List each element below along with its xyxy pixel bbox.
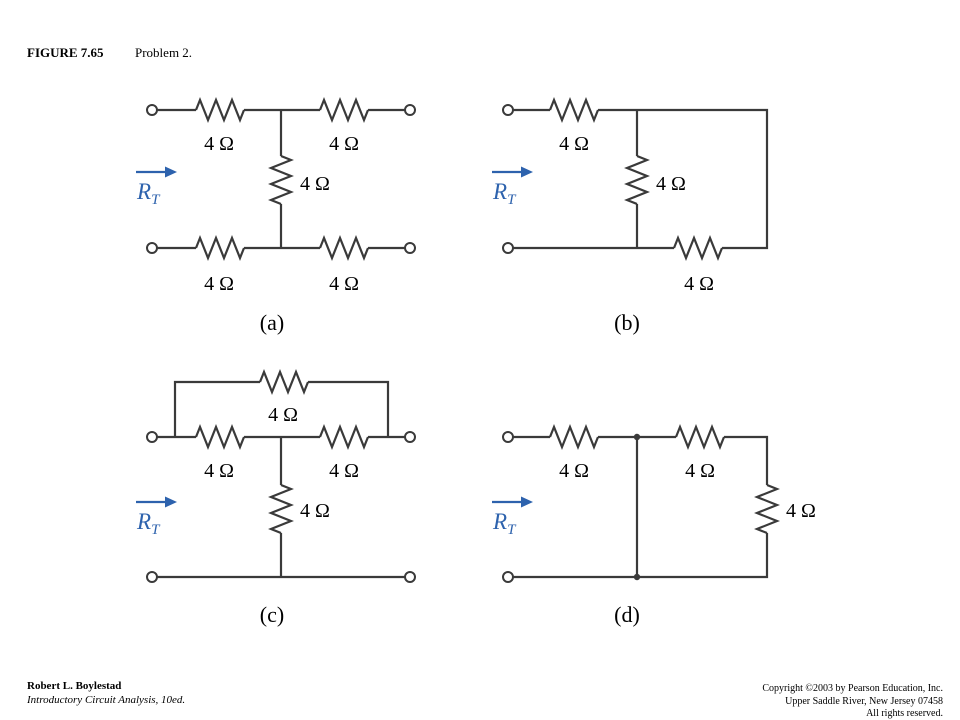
terminal-bottom-right — [404, 242, 416, 254]
rt-label: RT — [492, 179, 517, 208]
resistor-shunt — [268, 154, 294, 206]
caption-c: (c) — [260, 602, 284, 627]
resistor-label-bridge: 4 Ω — [268, 404, 298, 426]
resistor-bridge — [258, 369, 310, 395]
rt-arrow-head — [521, 166, 533, 178]
rt-label: RT — [136, 179, 161, 208]
resistor-label-bottom-left: 4 Ω — [204, 273, 234, 295]
rt-subscript: T — [151, 192, 161, 208]
rt-subscript: T — [507, 522, 517, 538]
resistor-label-bottom: 4 Ω — [684, 273, 714, 295]
footer-copyright: Copyright ©2003 by Pearson Education, In… — [762, 683, 943, 694]
footer-book-title: Introductory Circuit Analysis, 10ed. — [26, 694, 185, 706]
resistor-label-top-right: 4 Ω — [329, 133, 359, 155]
resistor-label-middle: 4 Ω — [685, 460, 715, 482]
terminal-top — [502, 431, 514, 443]
footer-rights: All rights reserved. — [866, 708, 943, 719]
terminal-bottom-left — [146, 571, 158, 583]
resistor-left — [548, 424, 600, 450]
circuit-a: 4 Ω 4 Ω 4 Ω 4 Ω 4 Ω RT (a) — [136, 97, 416, 335]
rt-arrow-head — [521, 496, 533, 508]
terminal-bottom — [502, 242, 514, 254]
footer-author: Robert L. Boylestad — [27, 680, 121, 692]
circuit-b: 4 Ω 4 Ω 4 Ω RT (b) — [492, 97, 769, 335]
terminal-top-right — [404, 431, 416, 443]
resistor-top-right — [318, 97, 370, 123]
resistor-top-right — [318, 424, 370, 450]
caption-a: (a) — [260, 310, 284, 335]
wire-bridge-loop — [173, 380, 390, 437]
resistor-series — [548, 97, 600, 123]
rt-main: R — [136, 179, 151, 204]
terminal-top-right — [404, 104, 416, 116]
resistor-bottom — [672, 235, 724, 261]
resistor-label-bottom-right: 4 Ω — [329, 273, 359, 295]
rt-main: R — [492, 179, 507, 204]
resistor-label-shunt: 4 Ω — [300, 500, 330, 522]
resistor-top-left — [194, 97, 246, 123]
resistor-label-shunt: 4 Ω — [786, 500, 816, 522]
resistor-bottom-left — [194, 235, 246, 261]
resistor-label-top-right: 4 Ω — [329, 460, 359, 482]
problem-label: Problem 2. — [135, 45, 192, 60]
junction-dot-top — [633, 433, 641, 441]
resistor-bottom-right — [318, 235, 370, 261]
rt-main: R — [492, 509, 507, 534]
resistor-shunt — [268, 483, 294, 535]
rt-subscript: T — [151, 522, 161, 538]
rt-label: RT — [136, 509, 161, 538]
circuit-d: 4 Ω 4 Ω 4 Ω RT (d) — [492, 424, 816, 627]
caption-b: (b) — [614, 310, 640, 335]
resistor-label-top-left: 4 Ω — [204, 133, 234, 155]
resistor-label-top-left: 4 Ω — [204, 460, 234, 482]
resistor-label-shunt: 4 Ω — [656, 173, 686, 195]
resistor-shunt — [754, 483, 780, 535]
wire-loop — [513, 108, 769, 250]
caption-d: (d) — [614, 602, 640, 627]
resistor-shunt — [624, 154, 650, 206]
resistor-label-shunt: 4 Ω — [300, 173, 330, 195]
circuit-c: 4 Ω 4 Ω 4 Ω 4 Ω RT (c) — [136, 369, 416, 627]
junction-dot-bottom — [633, 573, 641, 581]
footer-address: Upper Saddle River, New Jersey 07458 — [785, 696, 943, 707]
terminal-bottom-left — [146, 242, 158, 254]
terminal-bottom — [502, 571, 514, 583]
wire-loop — [513, 435, 769, 579]
resistor-label-series: 4 Ω — [559, 133, 589, 155]
rt-label: RT — [492, 509, 517, 538]
resistor-top-left — [194, 424, 246, 450]
rt-arrow-head — [165, 166, 177, 178]
rt-arrow-head — [165, 496, 177, 508]
resistor-middle — [674, 424, 726, 450]
terminal-top — [502, 104, 514, 116]
terminal-top-left — [146, 431, 158, 443]
rt-subscript: T — [507, 192, 517, 208]
resistor-label-left: 4 Ω — [559, 460, 589, 482]
terminal-top-left — [146, 104, 158, 116]
terminal-bottom-right — [404, 571, 416, 583]
figure-label: FIGURE 7.65 — [27, 45, 104, 60]
rt-main: R — [136, 509, 151, 534]
